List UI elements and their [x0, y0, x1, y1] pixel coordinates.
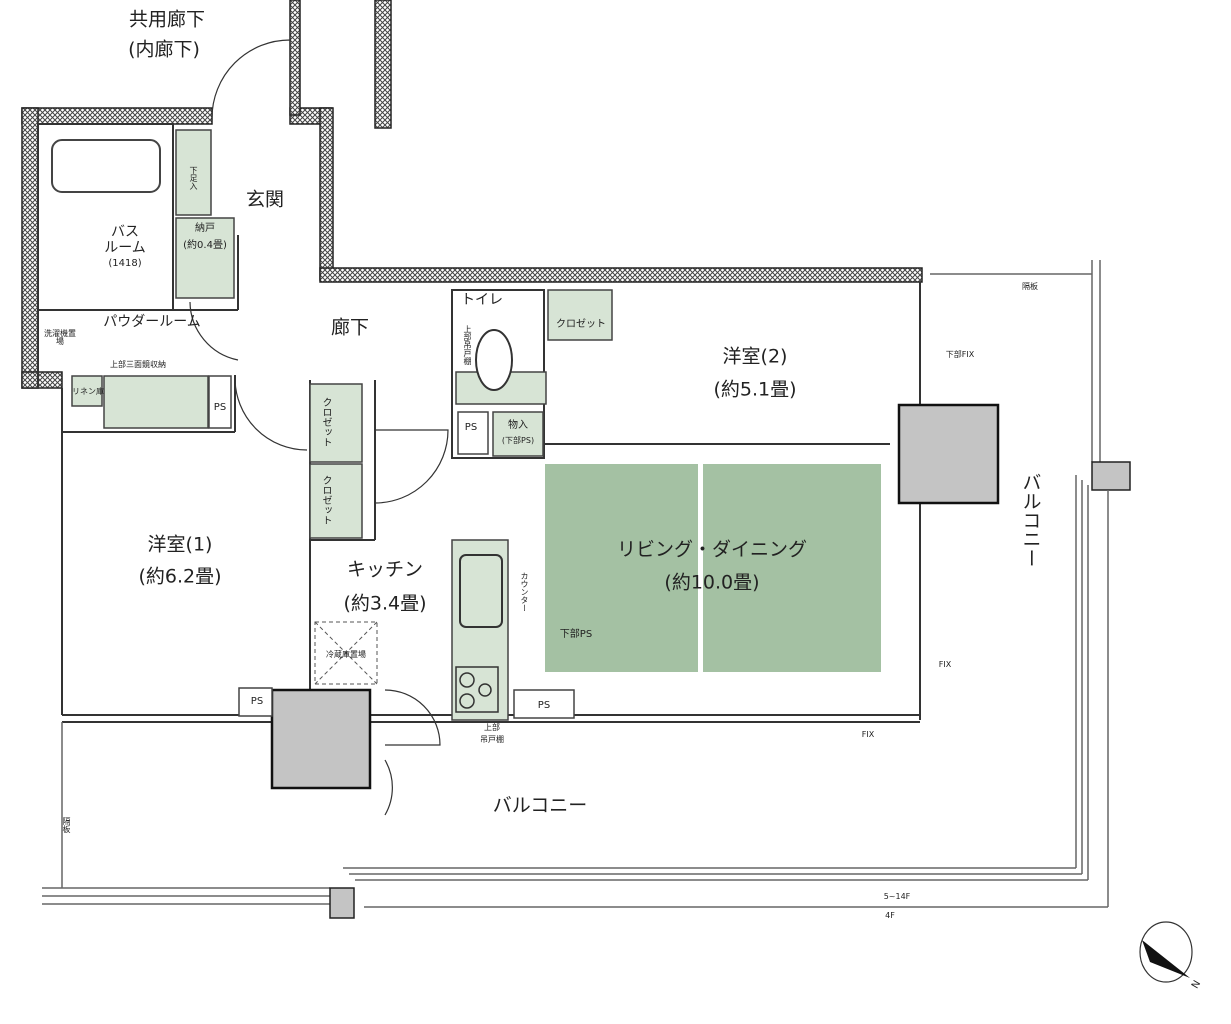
- label-linen: リネン庫: [72, 387, 104, 396]
- label-floor-5-14: 5~14F: [883, 892, 911, 901]
- storage-areas: [71, 129, 613, 721]
- label-living-dining: リビング・ダイニング: [616, 538, 808, 561]
- label-balcony-right: バルコニー: [1019, 472, 1042, 568]
- label-bath-size: (1418): [108, 258, 142, 269]
- label-washer-space: 洗濯機置場: [44, 329, 76, 346]
- bathtub: [51, 139, 161, 193]
- label-ps-right: PS: [537, 700, 551, 711]
- label-bath: バス: [111, 224, 139, 240]
- label-inner-corridor: (内廊下): [128, 38, 200, 61]
- label-partition-left: 隔板: [62, 817, 71, 833]
- label-toilet-cabinet: 上部吊戸棚: [463, 325, 472, 365]
- label-balcony-bottom: バルコニー: [492, 794, 588, 817]
- pillar: [897, 403, 1000, 505]
- living-dining-floor: [545, 464, 698, 672]
- balcony-outline: [42, 260, 1131, 919]
- label-storage: 物入: [508, 420, 528, 431]
- label-partition-top: 隔板: [1022, 282, 1038, 291]
- label-western-room2-size: (約5.1畳): [713, 378, 797, 401]
- label-storage-sub: (下部PS): [501, 436, 535, 445]
- label-kitchen: キッチン: [346, 558, 424, 581]
- label-entrance: 玄関: [245, 188, 285, 211]
- label-powder-room: パウダールーム: [103, 314, 201, 330]
- label-lower-fix: 下部FIX: [945, 350, 975, 359]
- label-common-corridor: 共用廊下: [128, 8, 206, 31]
- north-arrow-icon: [1139, 921, 1193, 983]
- label-storage-room: 納戸: [195, 223, 215, 234]
- label-closet-b: クロゼット: [320, 475, 331, 525]
- label-toilet: トイレ: [461, 292, 503, 308]
- label-closet-room2: クロゼット: [556, 319, 606, 330]
- label-fix-right: FIX: [938, 660, 952, 669]
- label-lower-ps: 下部PS: [559, 629, 593, 640]
- stove: [455, 666, 499, 713]
- label-kitchen-size: (約3.4畳): [343, 592, 427, 615]
- label-mirror-storage: 上部三面鏡収納: [110, 360, 166, 369]
- label-kitchen-cabinet: 上部: [484, 723, 500, 732]
- label-fridge-space: 冷蔵庫置場: [326, 650, 366, 659]
- label-hallway: 廊下: [330, 316, 370, 339]
- label-western-room1-size: (約6.2畳): [138, 565, 222, 588]
- label-kitchen-cabinet-2: 吊戸棚: [480, 735, 504, 744]
- label-closet-a: クロゼット: [320, 397, 331, 447]
- label-living-dining-size: (約10.0畳): [664, 571, 760, 594]
- living-dining-floor: [703, 464, 881, 672]
- label-shoe-storage: 下足入: [189, 166, 198, 190]
- label-western-room1: 洋室(1): [147, 533, 213, 556]
- label-bath2: ルーム: [104, 240, 146, 256]
- fridge-space: [314, 621, 378, 685]
- doors: [189, 39, 449, 816]
- label-ps-left: PS: [250, 696, 264, 707]
- label-counter: カウンター: [520, 572, 529, 612]
- toilet-bowl: [475, 329, 513, 391]
- label-ps: PS: [213, 402, 227, 413]
- label-floor-4: 4F: [885, 911, 895, 920]
- label-storage-room-size: (約0.4畳): [183, 240, 227, 251]
- label-western-room2: 洋室(2): [722, 345, 788, 368]
- label-fix-bottom: FIX: [861, 730, 875, 739]
- sink: [459, 554, 503, 628]
- label-ps-toilet: PS: [464, 422, 478, 433]
- pillar: [270, 688, 372, 790]
